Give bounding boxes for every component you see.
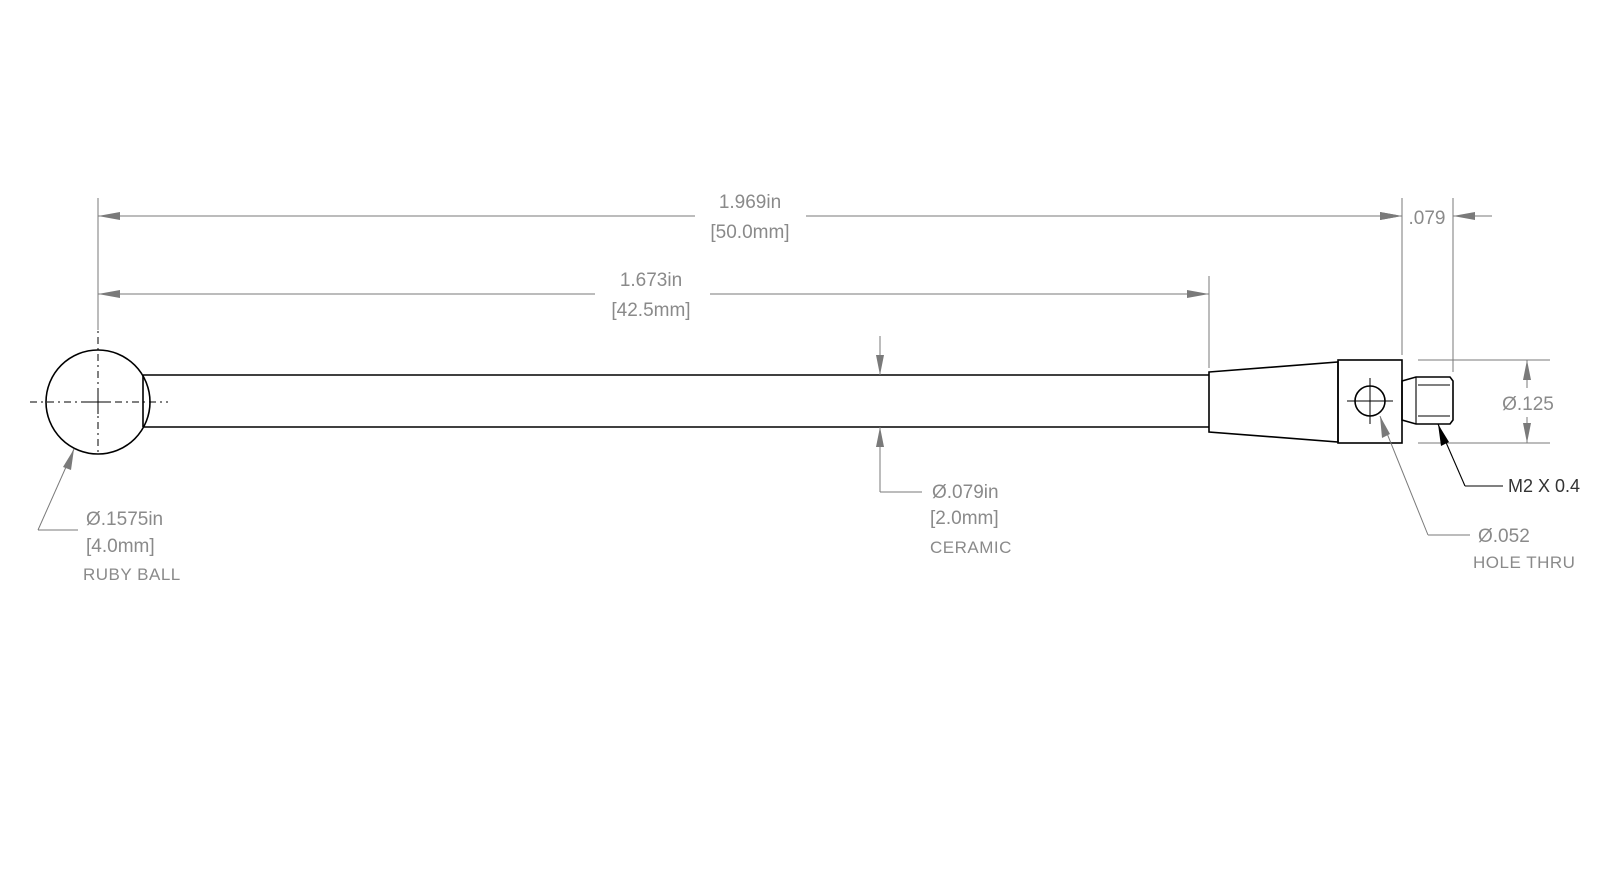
overall-length-mm: [50.0mm] [710,222,789,243]
dim-body-diameter: Ø.125 [1418,359,1554,444]
stem-diameter-mm: [2.0mm] [930,508,999,529]
arrow-thread-left [1380,212,1402,220]
stem-diameter-inch: Ø.079in [932,482,999,503]
ball-material: RUBY BALL [83,565,181,584]
arrow-overall-left [98,212,120,220]
body-diameter-inch: Ø.125 [1502,394,1554,415]
arrow-hole-leader [1380,416,1390,438]
dim-thread-length: .079 [1380,198,1492,372]
arrow-stem-left [98,290,120,298]
thread-outline [1401,376,1454,425]
ball-diameter-inch: Ø.1575in [86,509,163,530]
arrow-body-dia-top [1523,360,1531,380]
callout-thread: M2 X 0.4 [1437,423,1580,496]
callout-ruby-ball: Ø.1575in [4.0mm] RUBY BALL [37,448,181,584]
arrow-thread-leader [1438,424,1449,446]
arrow-stem-right [1187,290,1209,298]
thread-length-inch: .079 [1409,208,1446,229]
ball-centerlines [30,320,168,455]
stylus-part [45,349,1454,455]
stem-length-mm: [42.5mm] [611,300,690,321]
arrow-ball-leader [63,449,74,470]
ball-diameter-mm: [4.0mm] [86,536,155,557]
tapered-collar [1208,361,1339,443]
dim-overall-length: 1.969in [50.0mm] [97,192,1403,355]
arrow-body-dia-bottom [1523,423,1531,443]
stem-material: CERAMIC [930,538,1012,557]
hole-leader-diagonal [1379,415,1429,536]
dim-stem-length: 1.673in [42.5mm] [98,270,1210,368]
stem-length-inch: 1.673in [620,270,682,291]
hole-note: HOLE THRU [1473,553,1575,572]
thread-spec: M2 X 0.4 [1508,476,1580,496]
arrow-stem-dia-top [876,355,884,375]
arrow-stem-dia-bottom [876,427,884,447]
dim-stem-diameter: Ø.079in [2.0mm] CERAMIC [876,336,1012,557]
hole-diameter: Ø.052 [1478,526,1530,547]
overall-length-inch: 1.969in [719,192,781,213]
arrow-thread-right [1453,212,1475,220]
callout-hole: Ø.052 HOLE THRU [1379,415,1575,572]
